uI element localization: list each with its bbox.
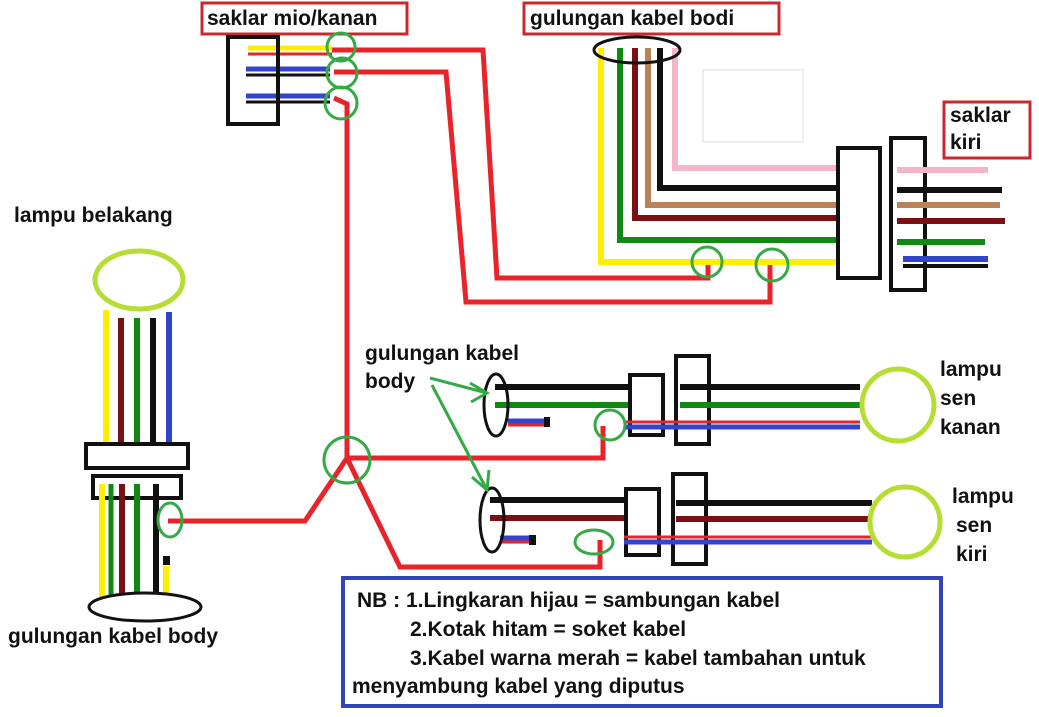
- saklar-kiri-label-box: [942, 100, 1032, 160]
- sen-kiri-harness-ring: [478, 486, 506, 554]
- red-wire-mio-to-bodi-green: [334, 69, 773, 305]
- gulungan-bodi-label-box: [522, 1, 781, 36]
- sen-kiri-stub: [529, 535, 536, 545]
- saklar-kiri-label-1: saklar: [950, 104, 1011, 127]
- sen-kiri-socket-a: [624, 487, 661, 557]
- sen-kanan-stub: [544, 417, 550, 427]
- gulungan-body-bottom-ring: [87, 591, 203, 623]
- green-arrow-to-kiri: [430, 384, 491, 494]
- lampu-sen-kanan-label-3: kanan: [940, 416, 1001, 439]
- gulungan-bodi-ring: [592, 35, 682, 65]
- lampu-belakang-lamp: [92, 248, 186, 312]
- lampu-sen-kiri-label-3: kiri: [956, 543, 988, 566]
- note-line-1: NB : 1.Lingkaran hijau = sambungan kabel: [357, 589, 780, 612]
- joint-circle-bodi-green: [754, 247, 790, 283]
- bodi-wire-darkred: [632, 48, 838, 221]
- sen-kanan-harness-ring: [482, 372, 510, 438]
- saklar-mio-label-box: [200, 1, 409, 36]
- note-line-2: 2.Kotak hitam = soket kabel: [410, 618, 686, 641]
- bodi-wire-black: [657, 48, 838, 191]
- joint-circle-sen-kanan: [593, 408, 627, 442]
- gulungan-body-bottom-label: gulungan kabel body: [8, 625, 218, 648]
- green-arrow-to-kanan: [429, 376, 491, 404]
- lampu-sen-kanan-lamp: [859, 366, 937, 444]
- saklar-mio-socket: [226, 35, 280, 126]
- joint-circle-mio-1: [325, 31, 357, 63]
- sen-kanan-socket-b: [674, 354, 711, 446]
- lampu-sen-kanan-label-2: sen: [940, 387, 976, 410]
- bodi-wire-brown: [645, 48, 838, 208]
- lampu-sen-kiri-lamp: [867, 484, 943, 560]
- joint-circle-bodi-yellow: [690, 245, 724, 279]
- lampu-sen-kanan-label-1: lampu: [940, 358, 1002, 381]
- rear-low-black-stub: [163, 556, 170, 565]
- red-wire-to-sen-kiri: [344, 456, 603, 570]
- joint-circle-sen-kiri: [573, 528, 615, 556]
- bodi-wire-pink: [672, 48, 838, 171]
- gulungan-body-mid-label-1: gulungan kabel: [365, 342, 519, 365]
- red-wire-to-lampu-belakang: [168, 456, 350, 524]
- lampu-belakang-label: lampu belakang: [14, 204, 173, 227]
- saklar-kiri-socket-right: [889, 136, 927, 292]
- faint-box: [702, 69, 804, 143]
- red-wire-to-sen-kanan: [347, 426, 606, 461]
- bodi-wire-green: [617, 48, 838, 243]
- gulungan-bodi-label: gulungan kabel bodi: [530, 7, 734, 30]
- joint-circle-mio-3: [323, 85, 359, 121]
- sen-kanan-socket-a: [628, 373, 665, 437]
- red-wire-mio-to-bodi-yellow: [332, 47, 711, 281]
- rear-socket-top: [84, 442, 190, 470]
- note-line-3: 3.Kabel warna merah = kabel tambahan unt…: [410, 647, 866, 670]
- joint-circle-rear: [156, 501, 184, 539]
- red-wire-mio-down: [332, 95, 350, 458]
- joint-circle-center: [322, 435, 372, 485]
- lampu-sen-kiri-label-2: sen: [956, 514, 992, 537]
- bodi-wire-yellow: [598, 48, 838, 265]
- saklar-kiri-socket-left: [836, 146, 882, 280]
- note-box: [341, 576, 943, 708]
- note-line-4: menyambung kabel yang diputus: [352, 675, 685, 698]
- saklar-mio-label: saklar mio/kanan: [207, 7, 377, 30]
- gulungan-body-mid-label-2: body: [365, 370, 415, 393]
- saklar-kiri-label-2: kiri: [950, 131, 982, 154]
- lampu-sen-kiri-label-1: lampu: [952, 485, 1014, 508]
